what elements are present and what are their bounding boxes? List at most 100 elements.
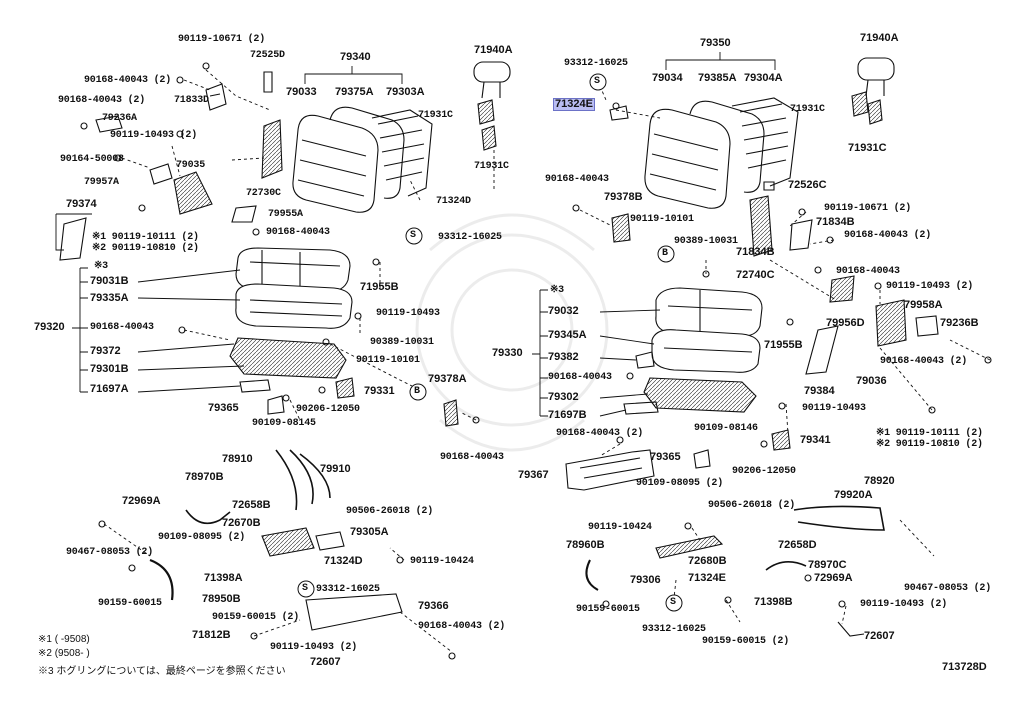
part-label[interactable]: 93312-16025: [316, 584, 380, 595]
part-label[interactable]: 90168-40043: [440, 452, 504, 463]
part-label[interactable]: 90119-10424: [410, 556, 474, 567]
part-label[interactable]: 90168-40043: [90, 322, 154, 333]
part-label[interactable]: 90119-10493 (2): [270, 642, 358, 653]
part-label[interactable]: 79304A: [744, 72, 783, 84]
part-label[interactable]: 93312-16025: [642, 624, 706, 635]
part-label[interactable]: 79335A: [90, 292, 129, 304]
part-label[interactable]: 90206-12050: [732, 466, 796, 477]
part-label[interactable]: 90168-40043 (2): [880, 356, 968, 367]
part-label[interactable]: 90168-40043: [545, 174, 609, 185]
part-label[interactable]: 79958A: [904, 299, 943, 311]
part-label[interactable]: 72740C: [736, 269, 775, 281]
part-label[interactable]: 79345A: [548, 329, 587, 341]
part-label[interactable]: 71834B: [736, 246, 775, 258]
part-label[interactable]: 71697B: [548, 409, 587, 421]
part-label[interactable]: 90467-08053 (2): [904, 583, 992, 594]
part-label[interactable]: 78950B: [202, 593, 241, 605]
part-label[interactable]: ※2 90119-10810 (2): [876, 439, 983, 450]
part-label[interactable]: ※3: [94, 261, 108, 272]
part-label[interactable]: 90168-40043: [266, 227, 330, 238]
part-label[interactable]: 72969A: [122, 495, 161, 507]
part-label[interactable]: 78920: [864, 475, 895, 487]
part-label[interactable]: 71940A: [474, 44, 513, 56]
part-label[interactable]: 90119-10101: [630, 214, 694, 225]
part-label[interactable]: 78970B: [185, 471, 224, 483]
assembly-label[interactable]: 79330: [492, 347, 523, 359]
part-label[interactable]: 72969A: [814, 572, 853, 584]
part-label[interactable]: 72670B: [222, 517, 261, 529]
part-label[interactable]: 90467-08053 (2): [66, 547, 154, 558]
part-label[interactable]: 79375A: [335, 86, 374, 98]
assembly-label[interactable]: 79350: [700, 37, 731, 49]
part-label[interactable]: 79382: [548, 351, 579, 363]
part-label[interactable]: ※3: [550, 285, 564, 296]
part-label[interactable]: 90164-50008: [60, 154, 124, 165]
part-label[interactable]: ※1 90119-10111 (2): [92, 232, 199, 243]
part-label[interactable]: 71324D: [436, 196, 471, 207]
part-label[interactable]: 90168-40043 (2): [84, 75, 172, 86]
part-label[interactable]: 90168-40043 (2): [844, 230, 932, 241]
part-label[interactable]: 79378B: [604, 191, 643, 203]
part-label[interactable]: 90168-40043 (2): [418, 621, 506, 632]
part-label[interactable]: 71931C: [790, 104, 825, 115]
part-label[interactable]: 90109-08146: [694, 423, 758, 434]
part-label[interactable]: 79033: [286, 86, 317, 98]
part-label[interactable]: 71955B: [360, 281, 399, 293]
part-label[interactable]: 79365: [650, 451, 681, 463]
part-label[interactable]: 90119-10424: [588, 522, 652, 533]
part-label[interactable]: 90168-40043 (2): [58, 95, 146, 106]
part-label[interactable]: 90109-08145: [252, 418, 316, 429]
part-label[interactable]: 90159-60015: [98, 598, 162, 609]
part-label[interactable]: 90506-26018 (2): [346, 506, 434, 517]
part-label[interactable]: ※1 90119-10111 (2): [876, 428, 983, 439]
part-label[interactable]: 79341: [800, 434, 831, 446]
part-label[interactable]: 79032: [548, 305, 579, 317]
highlighted-part-label[interactable]: 71324E: [553, 98, 595, 111]
part-label[interactable]: 79303A: [386, 86, 425, 98]
part-label[interactable]: 71940A: [860, 32, 899, 44]
part-label[interactable]: 71812B: [192, 629, 231, 641]
part-label[interactable]: 71324D: [324, 555, 363, 567]
part-label[interactable]: 90109-08095 (2): [158, 532, 246, 543]
part-label[interactable]: 90119-10493 (2): [886, 281, 974, 292]
part-label[interactable]: 90119-10671 (2): [178, 34, 266, 45]
part-label[interactable]: 71834B: [816, 216, 855, 228]
part-label[interactable]: 79378A: [428, 373, 467, 385]
part-label[interactable]: 79035: [176, 160, 206, 171]
assembly-label[interactable]: 79320: [34, 321, 65, 333]
part-label[interactable]: 90168-40043: [548, 372, 612, 383]
part-label[interactable]: 79956D: [826, 317, 865, 329]
part-label[interactable]: 71931C: [474, 161, 509, 172]
part-label[interactable]: 90119-10671 (2): [824, 203, 912, 214]
part-label[interactable]: 71398B: [754, 596, 793, 608]
part-label[interactable]: 79302: [548, 391, 579, 403]
part-label[interactable]: 79384: [804, 385, 835, 397]
part-label[interactable]: ※2 90119-10810 (2): [92, 243, 199, 254]
part-label[interactable]: 71697A: [90, 383, 129, 395]
part-label[interactable]: 71324E: [688, 572, 726, 584]
part-label[interactable]: 90159-60015: [576, 604, 640, 615]
part-label[interactable]: 79385A: [698, 72, 737, 84]
part-label[interactable]: 79374: [66, 198, 97, 210]
assembly-label[interactable]: 79340: [340, 51, 371, 63]
part-label[interactable]: 72680B: [688, 555, 727, 567]
part-label[interactable]: 72658D: [778, 539, 817, 551]
part-label[interactable]: 72607: [310, 656, 341, 668]
part-label[interactable]: 90206-12050: [296, 404, 360, 415]
part-label[interactable]: 71398A: [204, 572, 243, 584]
part-label[interactable]: 78960B: [566, 539, 605, 551]
part-label[interactable]: 79305A: [350, 526, 389, 538]
part-label[interactable]: 79034: [652, 72, 683, 84]
part-label[interactable]: 71931C: [848, 142, 887, 154]
part-label[interactable]: 72525D: [250, 50, 285, 61]
part-label[interactable]: 78970C: [808, 559, 847, 571]
part-label[interactable]: 79957A: [84, 177, 119, 188]
part-label[interactable]: 79331: [364, 385, 395, 397]
part-label[interactable]: 90168-40043: [836, 266, 900, 277]
part-label[interactable]: 90119-10493: [802, 403, 866, 414]
part-label[interactable]: 71931C: [418, 110, 453, 121]
part-label[interactable]: 90389-10031: [674, 236, 738, 247]
part-label[interactable]: 79366: [418, 600, 449, 612]
part-label[interactable]: 79306: [630, 574, 661, 586]
part-label[interactable]: 79910: [320, 463, 351, 475]
